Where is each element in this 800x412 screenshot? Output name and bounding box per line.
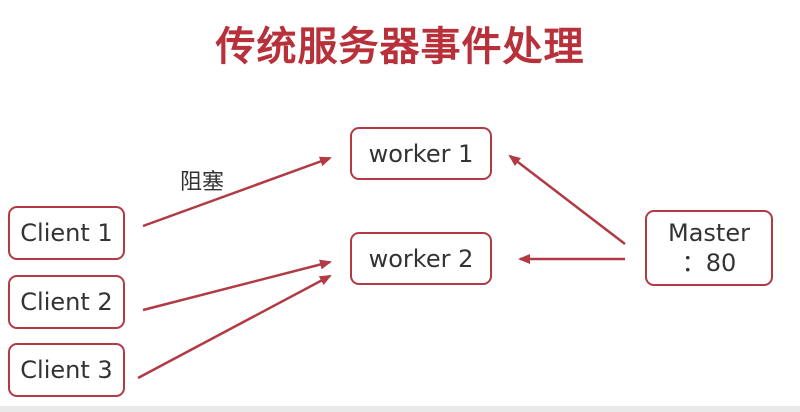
worker-2-box: worker 2	[350, 232, 492, 285]
worker-1-box: worker 1	[350, 127, 492, 180]
arrow-client2-worker2	[142, 259, 332, 312]
arrow-client3-worker2	[137, 274, 332, 380]
client-3-box: Client 3	[8, 343, 125, 397]
master-box: Master ：80	[645, 210, 773, 286]
bottom-divider	[0, 406, 800, 412]
master-name: Master	[668, 219, 750, 247]
arrow-client1-worker1	[142, 156, 332, 228]
arrow-master-worker1	[508, 154, 626, 245]
diagram-title: 传统服务器事件处理	[215, 24, 585, 70]
client-1-box: Client 1	[8, 206, 125, 260]
blocking-label: 阻塞	[180, 170, 225, 195]
client-2-box: Client 2	[8, 275, 125, 329]
master-port: ：80	[681, 249, 737, 277]
